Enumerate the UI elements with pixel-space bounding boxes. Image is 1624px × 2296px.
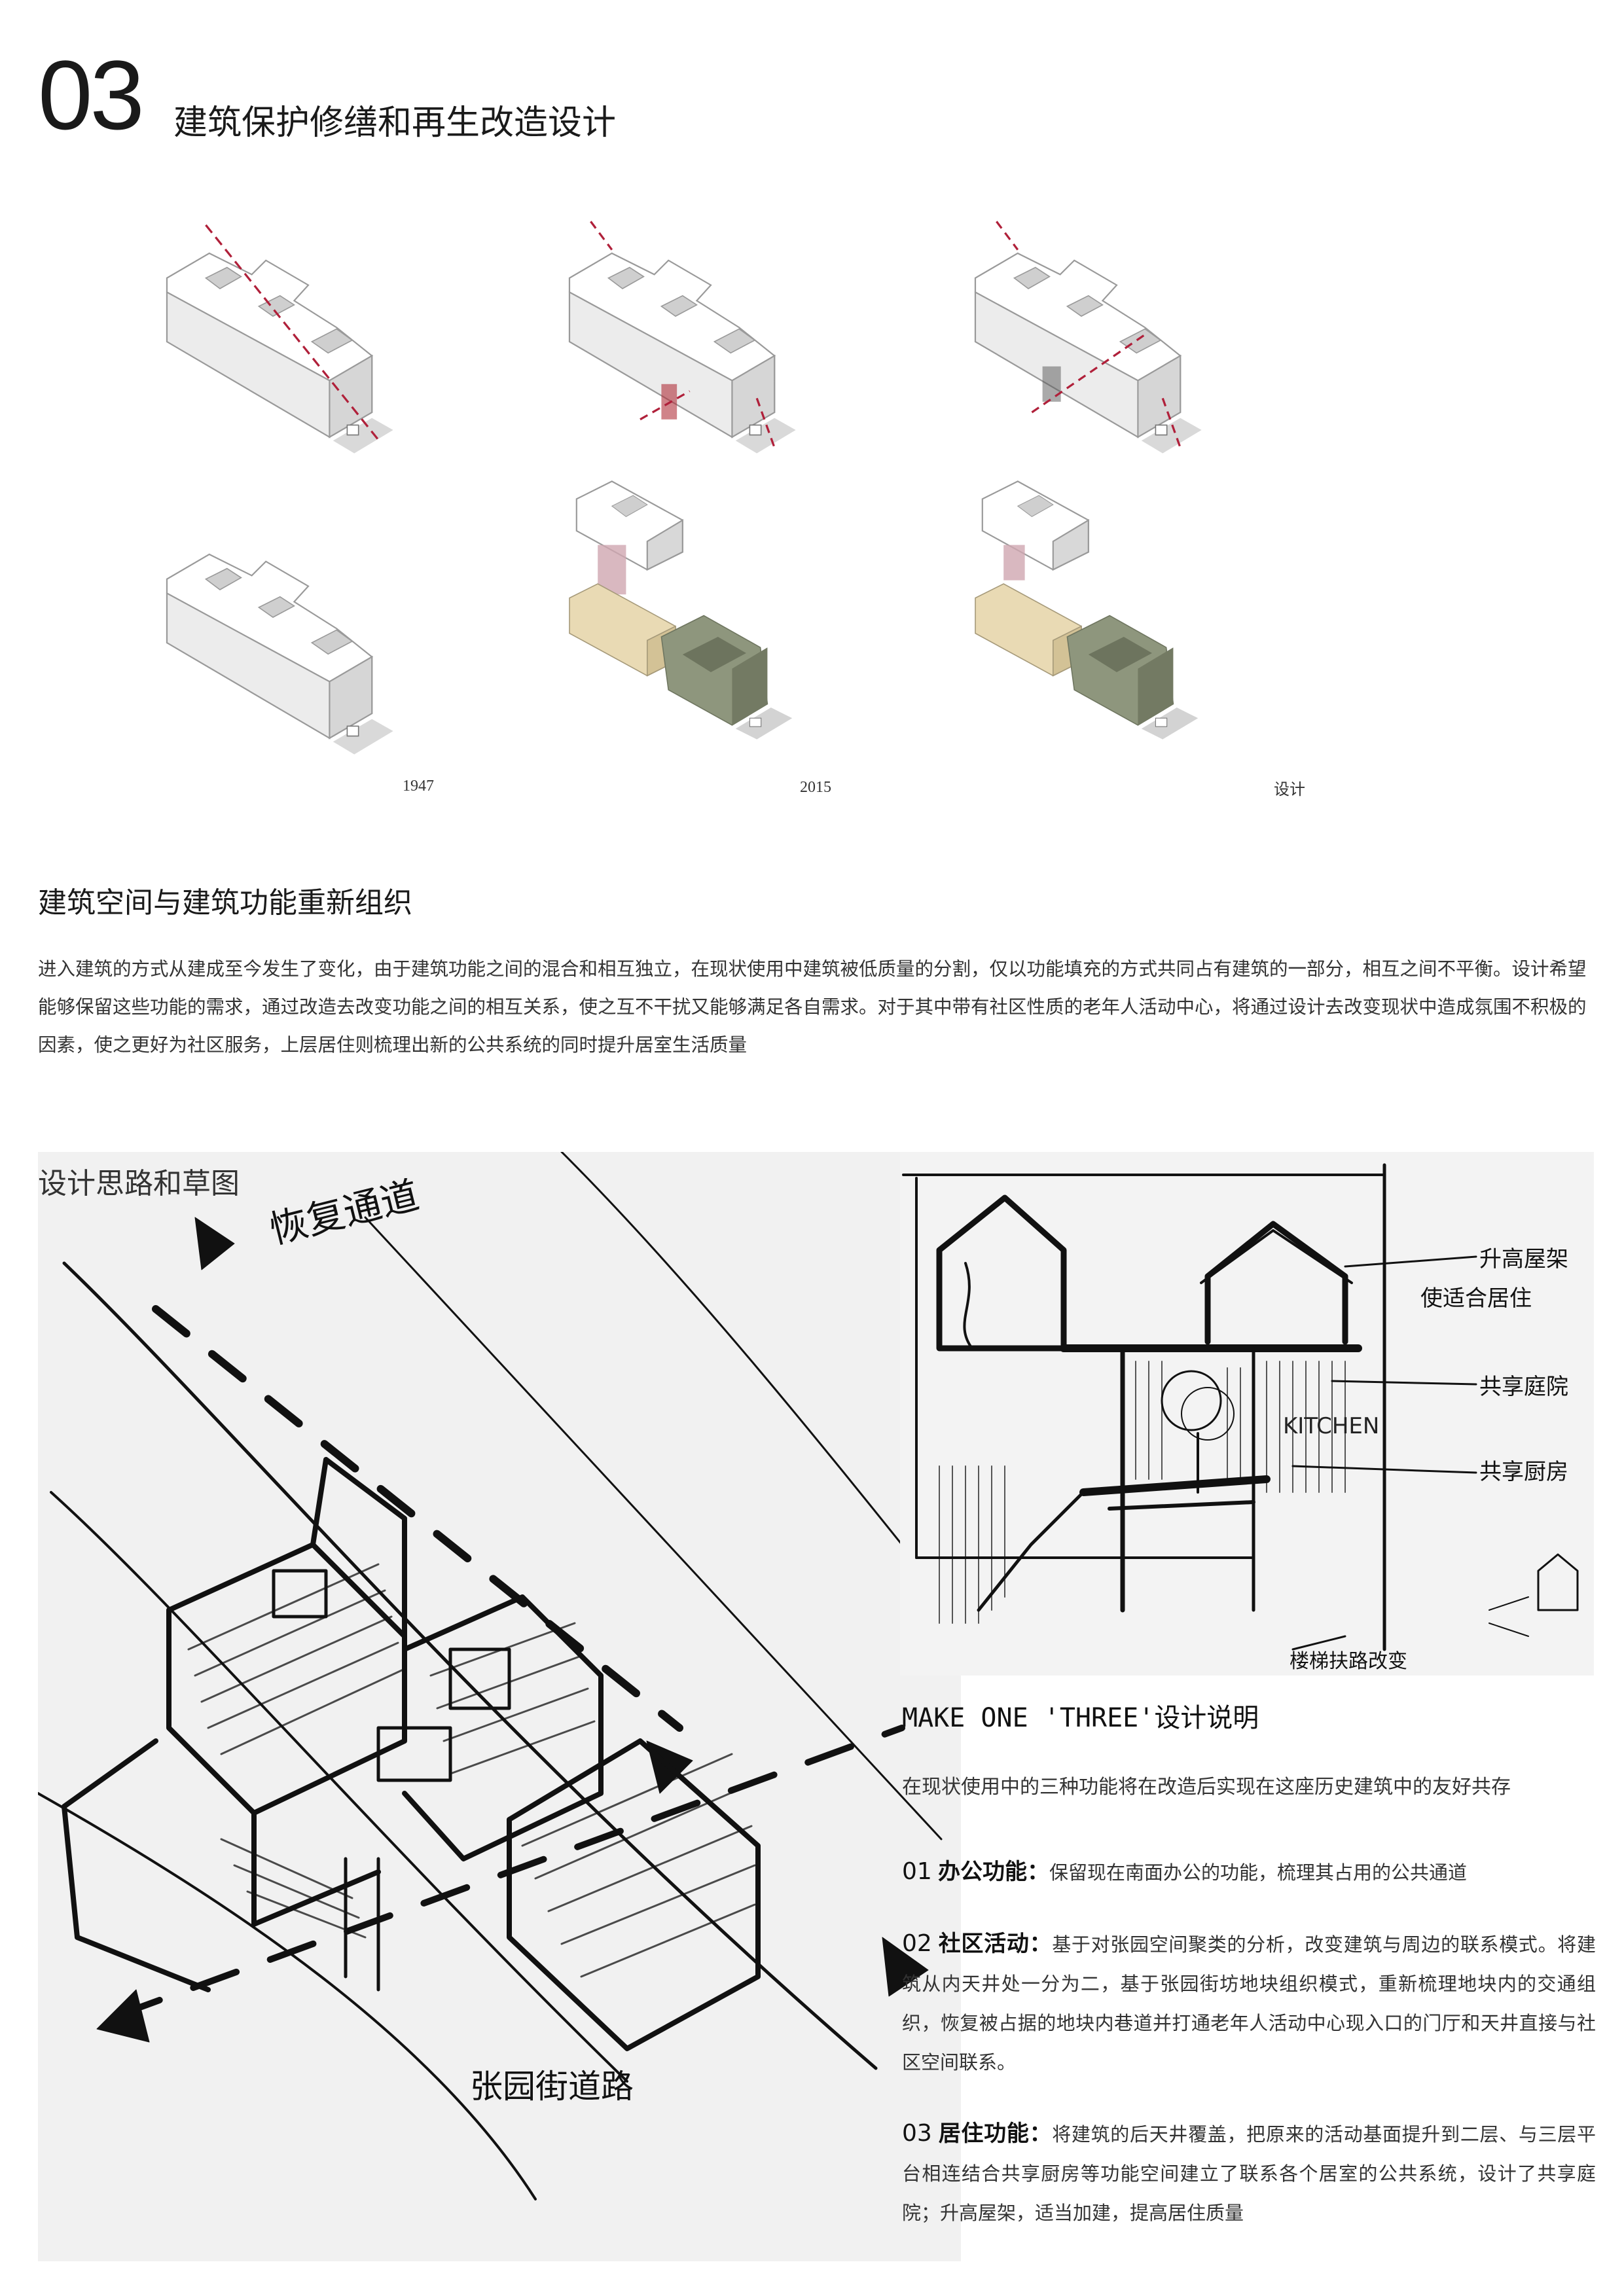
function-item-text: 基于对张园空间聚类的分析，改变建筑与周边的联系模式。将建筑从内天井处一分为二，基… bbox=[902, 1933, 1596, 2073]
reorg-paragraph: 进入建筑的方式从建成至今发生了变化，由于建筑功能之间的混合和相互独立，在现状使用… bbox=[38, 958, 1587, 1056]
section-number: 03 bbox=[38, 40, 145, 150]
make-title-cn: 设计说明 bbox=[1154, 1703, 1259, 1733]
make-title-en: MAKE ONE 'THREE' bbox=[902, 1703, 1155, 1733]
diagram-2015-bottom bbox=[569, 480, 793, 740]
sketch-annotation-street: 张园街道路 bbox=[470, 2068, 634, 2106]
function-item-community: 02 社区活动：基于对张园空间聚类的分析，改变建筑与周边的联系模式。将建筑从内天… bbox=[902, 1924, 1596, 2082]
function-item-number: 01 bbox=[902, 1858, 932, 1885]
diagram-label-design: 设计 bbox=[1274, 780, 1305, 798]
section-title: 建筑保护修缮和再生改造设计 bbox=[173, 103, 617, 143]
sketch-section-label: 设计思路和草图 bbox=[38, 1167, 240, 1200]
make-intro: 在现状使用中的三种功能将在改造后实现在这座历史建筑中的友好共存 bbox=[902, 1776, 1511, 1799]
function-item-text: 将建筑的后天井覆盖，把原来的活动基面提升到二层、与三层平台相连结合共享厨房等功能… bbox=[902, 2123, 1596, 2224]
left-sketch: 恢复通道 张园街道路 bbox=[38, 1152, 961, 2261]
sketch-annotation-living: 使适合居住 bbox=[1420, 1285, 1532, 1312]
function-item-label: 居住功能： bbox=[938, 2121, 1053, 2147]
sketch-annotation-stairs: 楼梯扶路改变 bbox=[1290, 1650, 1407, 1673]
sketch-annotation-courtyard: 共享庭院 bbox=[1479, 1374, 1568, 1400]
function-item-office: 01 办公功能：保留现在南面办公的功能，梳理其占用的公共通道 bbox=[902, 1852, 1596, 1892]
function-item-label: 社区活动： bbox=[938, 1931, 1053, 1957]
sketch-annotation-roof: 升高屋架 bbox=[1479, 1246, 1568, 1272]
function-item-residential: 03 居住功能：将建筑的后天井覆盖，把原来的活动基面提升到二层、与三层平台相连结… bbox=[902, 2114, 1596, 2233]
reorg-heading: 建筑空间与建筑功能重新组织 bbox=[38, 886, 412, 920]
sketch-annotation-shared-kitchen: 共享厨房 bbox=[1479, 1459, 1568, 1485]
diagram-design-top bbox=[974, 221, 1202, 454]
diagram-label-1947: 1947 bbox=[403, 778, 434, 795]
diagram-1947-top bbox=[166, 224, 394, 454]
diagram-2015-top bbox=[568, 221, 797, 454]
right-sketch: 升高屋架 使适合居住 共享庭院 KITCHEN 共享厨房 楼梯扶路改变 bbox=[900, 1152, 1594, 1676]
function-item-number: 02 bbox=[902, 1930, 932, 1957]
diagram-design-bottom bbox=[975, 480, 1199, 740]
function-item-text: 保留现在南面办公的功能，梳理其占用的公共通道 bbox=[1049, 1861, 1468, 1884]
function-item-number: 03 bbox=[902, 2120, 932, 2147]
diagram-1947-bottom bbox=[166, 553, 394, 755]
make-title: MAKE ONE 'THREE'设计说明 bbox=[902, 1696, 1259, 1734]
sketch-annotation-kitchen-en: KITCHEN bbox=[1283, 1413, 1379, 1439]
axonometric-diagrams bbox=[166, 221, 1202, 755]
diagram-label-2015: 2015 bbox=[800, 779, 831, 796]
function-item-label: 办公功能： bbox=[938, 1859, 1050, 1885]
